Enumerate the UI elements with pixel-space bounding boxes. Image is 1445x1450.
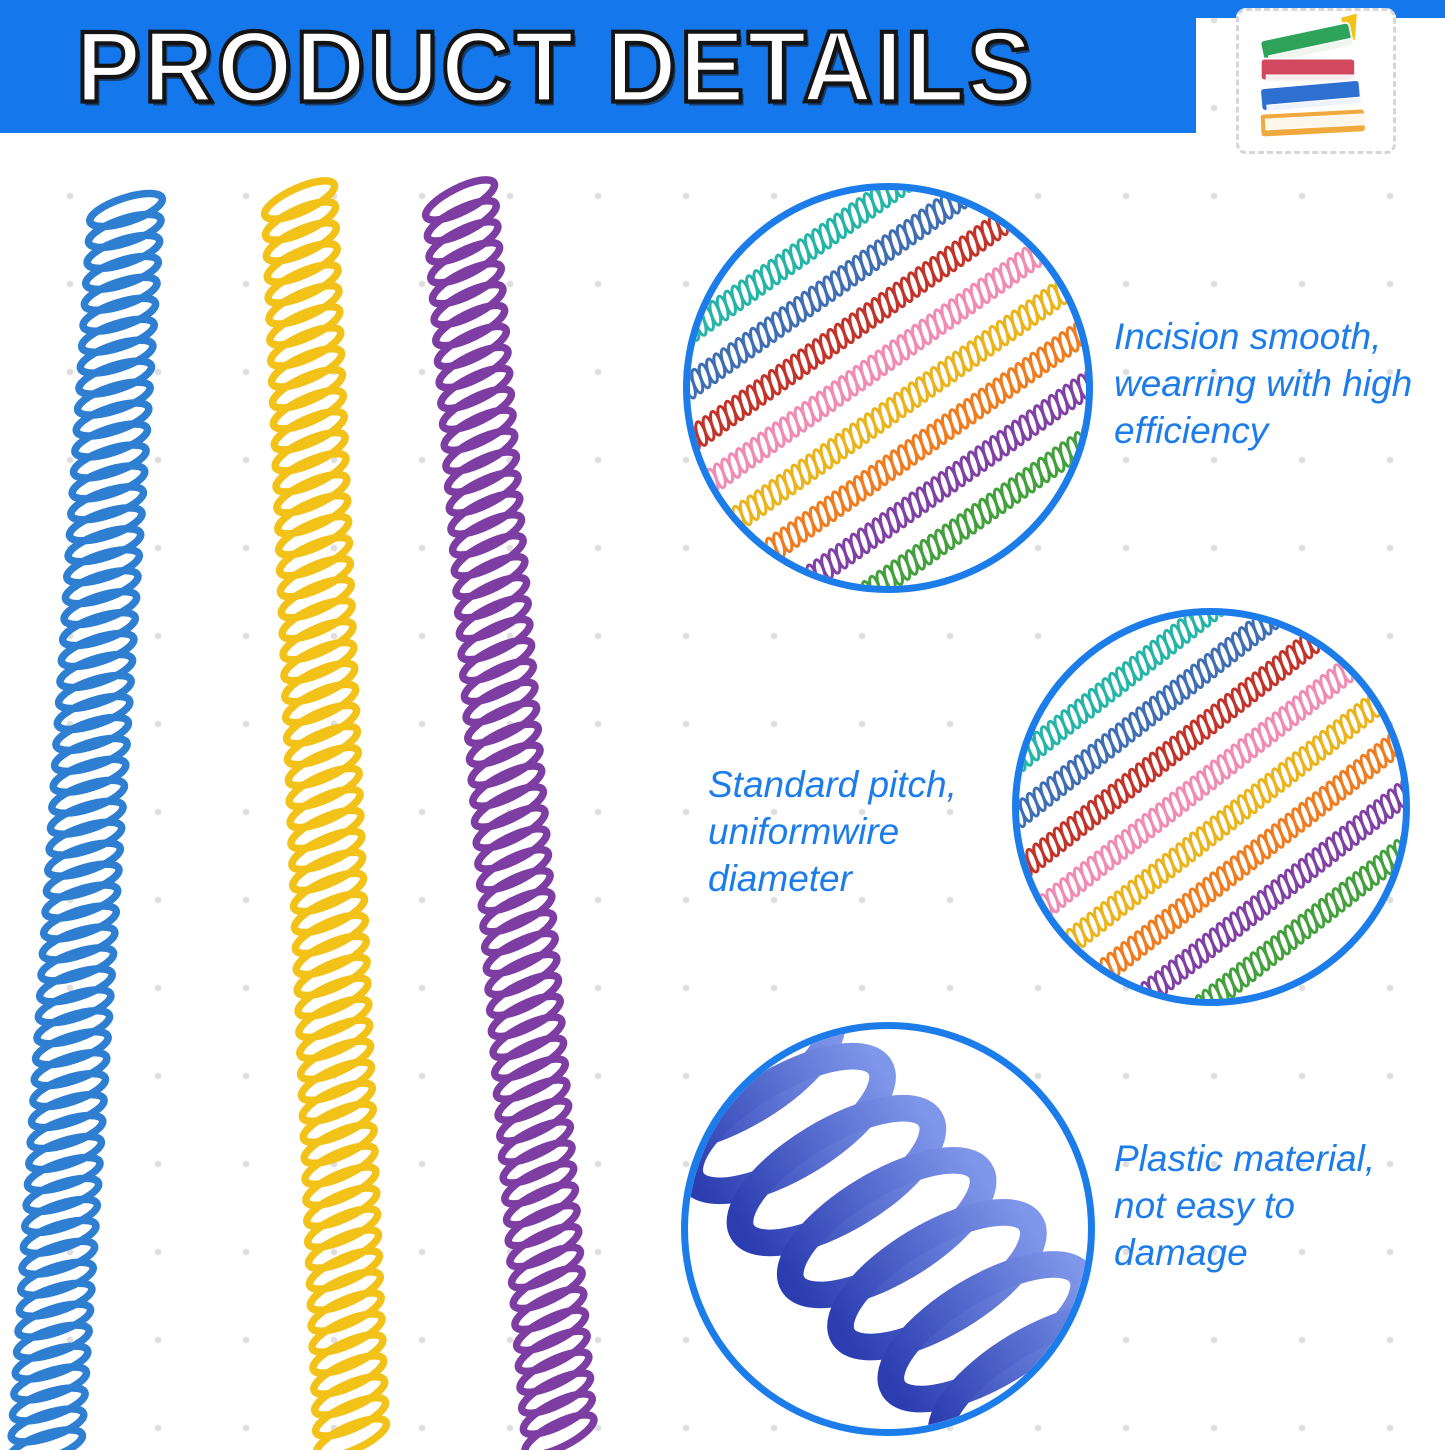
caption-line: Plastic material, [1114, 1138, 1376, 1179]
banner: PRODUCT DETAILS [0, 0, 1196, 133]
caption-incision: Incision smooth, wearring with high effi… [1114, 314, 1444, 455]
caption-line: Standard pitch, [708, 764, 957, 805]
caption-pitch: Standard pitch, uniformwire diameter [708, 762, 1018, 903]
caption-material: Plastic material, not easy to damage [1114, 1136, 1444, 1277]
callout-circle-material [681, 1022, 1095, 1436]
caption-line: uniformwire [708, 810, 900, 852]
spiral-coil-blue [0, 189, 182, 1450]
books-icon-graphic [1258, 13, 1367, 139]
spiral-coil-yellow [244, 177, 408, 1450]
callout-circle-incision [683, 183, 1093, 593]
mini-spirals-graphic [690, 190, 1086, 586]
caption-line: wearring with high [1114, 362, 1413, 404]
books-icon [1236, 8, 1396, 154]
caption-line: damage [1114, 1231, 1248, 1273]
caption-line: Incision smooth, [1114, 316, 1382, 357]
caption-line: diameter [708, 857, 852, 899]
mini-spirals-graphic [1019, 615, 1403, 999]
caption-line: not easy to [1114, 1184, 1296, 1226]
closeup-spiral-graphic [688, 1029, 1088, 1429]
callout-circle-pitch [1012, 608, 1410, 1006]
spiral-coil-purple [404, 176, 616, 1450]
page-title: PRODUCT DETAILS [74, 7, 1036, 125]
caption-line: efficiency [1114, 409, 1269, 451]
